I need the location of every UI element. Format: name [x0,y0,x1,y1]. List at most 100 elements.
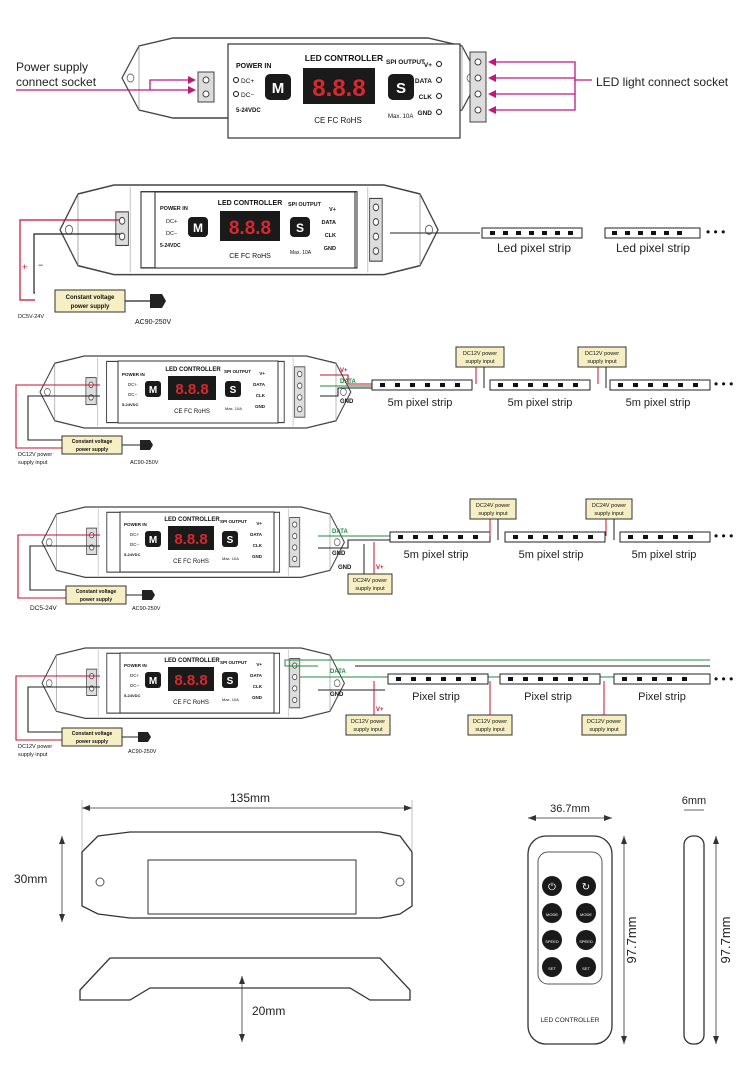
svg-text:MODE: MODE [546,912,558,917]
svg-text:AC90-250V: AC90-250V [130,460,159,466]
svg-text:DC12V power: DC12V power [473,719,507,725]
cert-marks: CE FC RoHS [314,116,362,125]
speed-up-icon [542,930,562,950]
svg-text:POWER IN: POWER IN [122,372,145,377]
svg-text:supply input: supply input [478,511,508,517]
strip-label: 5m pixel strip [508,397,573,409]
svg-text:power supply: power supply [71,304,110,310]
svg-text:V+: V+ [376,707,384,713]
svg-text:DC−: DC− [128,392,137,397]
m-key-label: M [272,80,285,97]
power-icon [542,876,562,896]
svg-text:⏻: ⏻ [548,882,556,893]
strip-label: 5m pixel strip [626,397,691,409]
power-socket [197,71,215,103]
svg-text:M: M [149,535,157,546]
dc-minus-label: DC− [241,92,254,99]
svg-text:DC+: DC+ [128,382,137,387]
svg-text:CLK: CLK [325,233,336,239]
svg-text:DATA: DATA [340,379,356,385]
svg-text:Constant voltage: Constant voltage [66,295,115,301]
power-in-label: POWER IN [236,63,271,70]
remote-label: LED CONTROLLER [541,1017,600,1024]
pixel-strip [481,227,583,239]
svg-text:V+: V+ [256,521,262,526]
voltage-range-label: 5-24VDC [236,108,261,114]
pixel-strip [499,673,601,685]
remote-thickness-dimension: 6mm [682,795,706,807]
svg-text:supply input: supply input [18,752,48,758]
svg-text:Max. 10A: Max. 10A [222,556,239,561]
svg-text:M: M [149,385,157,396]
svg-text:CE FC RoHS: CE FC RoHS [173,559,209,565]
power-socket-callout-2: connect socket [16,75,97,89]
extra-psu-box [345,714,391,736]
pixel-strip [387,673,489,685]
svg-text:POWER IN: POWER IN [124,522,147,527]
svg-text:supply input: supply input [355,586,385,592]
dc-range-label: DC5V-24V [18,314,44,320]
pixel-strip [604,227,701,239]
svg-text:DC−: DC− [130,683,139,688]
svg-text:5-24VDC: 5-24VDC [124,552,141,557]
svg-text:CLK: CLK [256,393,266,398]
svg-text:supply input: supply input [465,359,495,365]
controller-title: LED CONTROLLER [305,53,383,63]
svg-text:Max. 10A: Max. 10A [225,406,242,411]
svg-text:Constant voltage: Constant voltage [72,731,113,737]
pixel-strip [504,531,606,543]
svg-text:8.8.8: 8.8.8 [175,381,208,398]
svg-text:DC+: DC+ [130,673,139,678]
svg-text:V+: V+ [259,371,265,376]
svg-text:GND: GND [330,692,344,698]
svg-text:DC12V power: DC12V power [587,719,621,725]
svg-text:AC90-250V: AC90-250V [132,606,161,612]
svg-text:8.8.8: 8.8.8 [229,218,271,239]
svg-text:SPI OUTPUT: SPI OUTPUT [220,519,247,524]
svg-text:LED CONTROLLER: LED CONTROLLER [164,658,220,664]
svg-text:CLK: CLK [253,543,263,548]
svg-text:DC12V power: DC12V power [463,351,497,357]
svg-text:8.8.8: 8.8.8 [174,672,207,689]
svg-text:SPI OUTPUT: SPI OUTPUT [220,660,247,665]
svg-text:DATA: DATA [330,669,346,675]
dimension-drawings: 135mm 30mm 20mm 36.7mm ⏻ ↻ MODE MODE SPE… [14,791,733,1045]
extra-psu-box [577,346,627,368]
svg-text:GND: GND [252,695,263,700]
mode-down-icon [576,903,596,923]
svg-text:supply input: supply input [589,727,619,733]
svg-text:5-24VDC: 5-24VDC [124,693,141,698]
svg-text:CE FC RoHS: CE FC RoHS [173,700,209,706]
svg-text:DC24V power: DC24V power [353,578,387,584]
svg-text:supply input: supply input [475,727,505,733]
svg-text:GND: GND [324,246,336,252]
strip-label: Pixel strip [412,691,460,703]
svg-text:DC12V power: DC12V power [18,452,52,458]
svg-text:GND: GND [338,565,352,571]
max-current-label: Max. 10A [388,114,413,120]
diagram-dc12v-injection: POWER IN DC+ DC− 5-24VDC M LED CONTROLLE… [15,346,733,466]
svg-text:CLK: CLK [253,684,263,689]
svg-text:LED CONTROLLER: LED CONTROLLER [165,367,221,373]
svg-text:LED CONTROLLER: LED CONTROLLER [218,200,283,207]
led-socket-callout: LED light connect socket [596,75,729,89]
dc-plus-label: DC+ [241,78,254,85]
pixel-strip [371,379,473,391]
ac-input-label: AC90-250V [135,319,172,326]
svg-text:DATA: DATA [250,532,263,537]
strip-label: 5m pixel strip [404,549,469,561]
ac-plug-icon [150,294,166,308]
s-key-label: S [396,80,406,97]
pixel-strip [489,379,591,391]
svg-text:DC24V power: DC24V power [592,503,626,509]
pin-gnd-label: GND [418,110,433,117]
svg-text:POWER IN: POWER IN [160,206,188,212]
speed-down-icon [576,930,596,950]
extra-psu-box [469,498,517,520]
continuation-dots: • • • [706,225,725,239]
svg-text:Constant voltage: Constant voltage [72,439,113,445]
strip-label: Pixel strip [524,691,572,703]
remote-side-view [683,835,705,1045]
svg-text:DC24V power: DC24V power [476,503,510,509]
diagram-dc24v-injection: POWER IN DC+ DC− 5-24VDC M LED CONTROLLE… [17,498,733,612]
